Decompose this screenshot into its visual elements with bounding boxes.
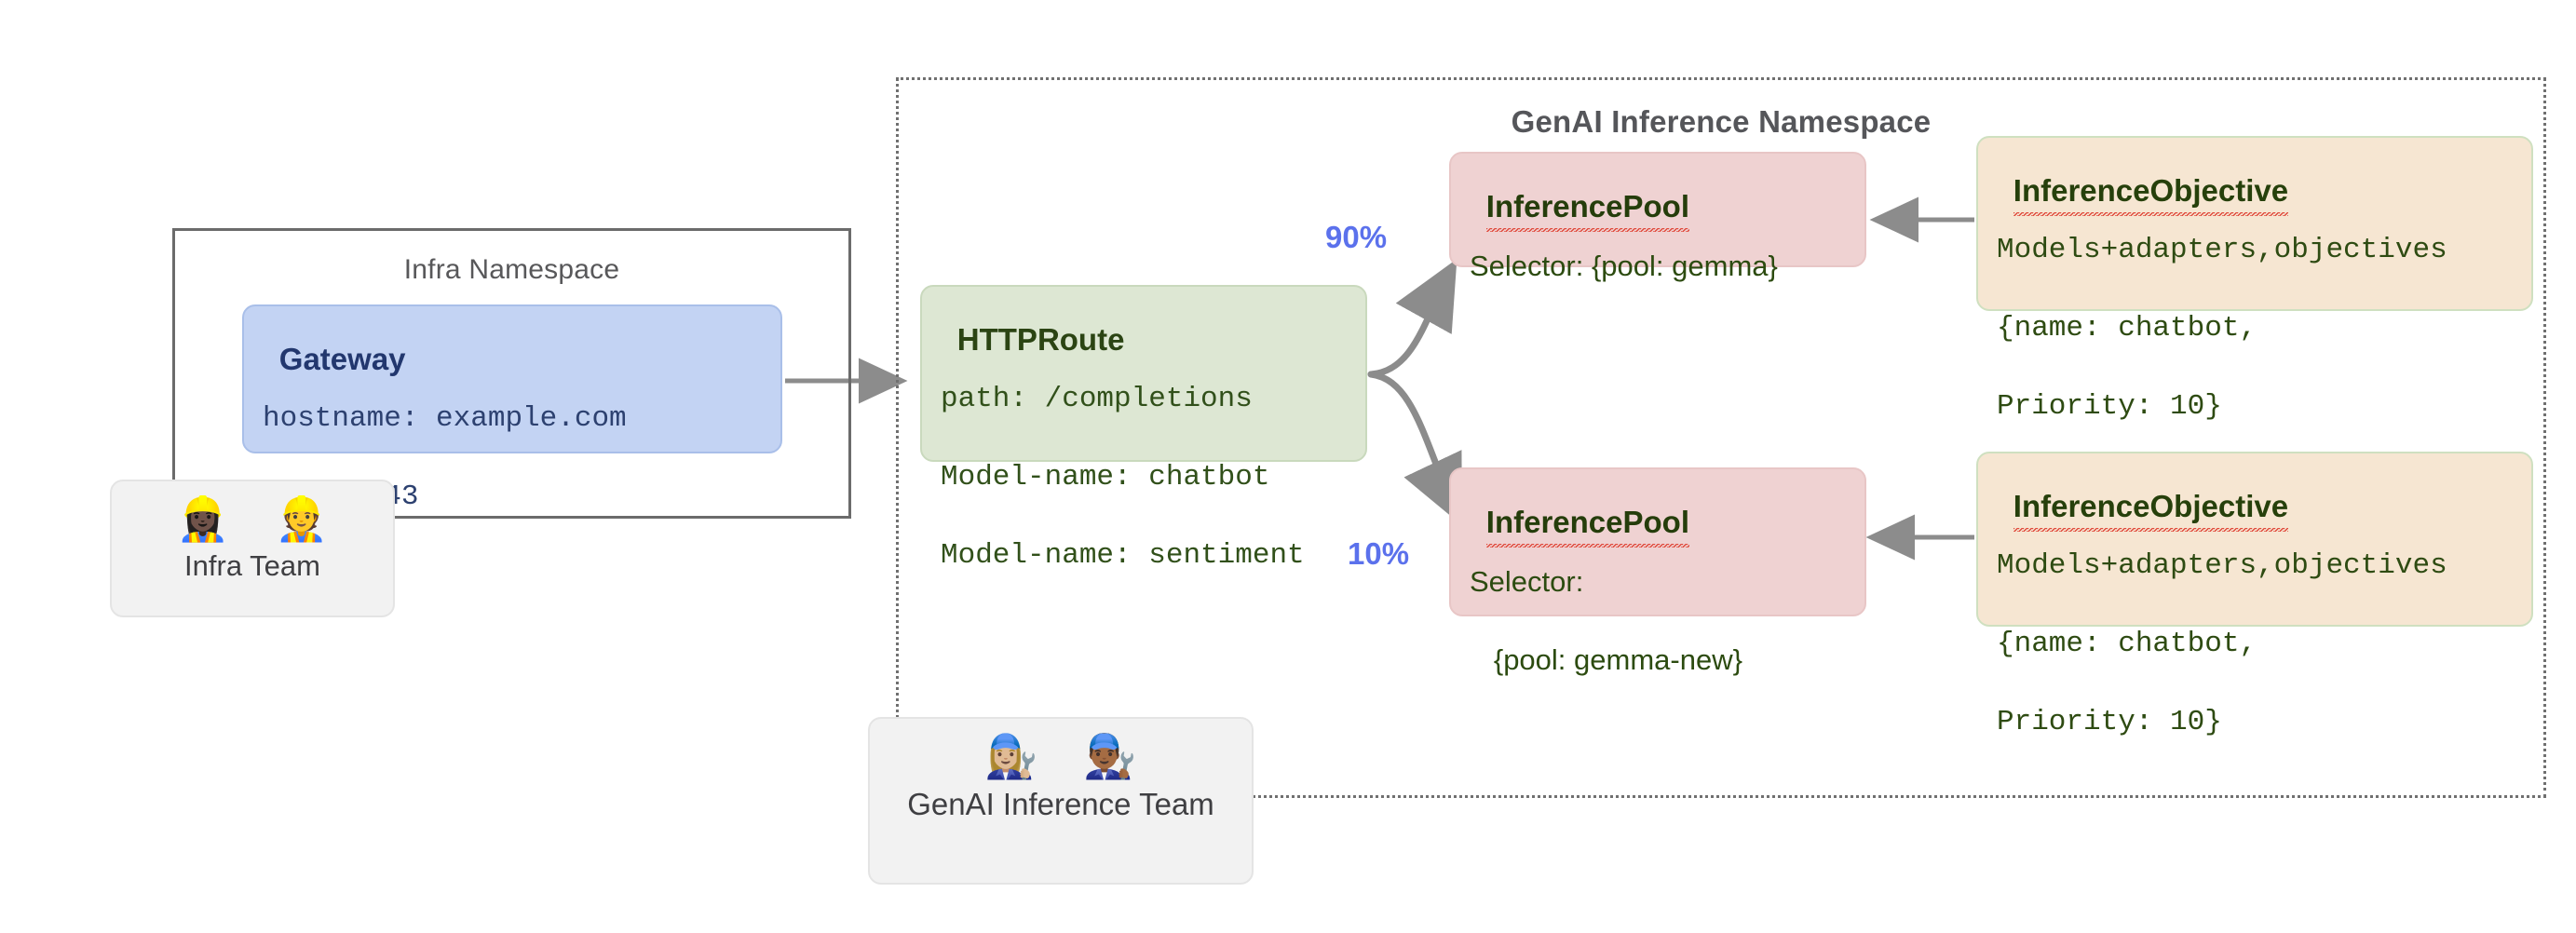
card-httproute-path: path: /completions — [941, 383, 1253, 416]
card-inferencepool-gemma[interactable]: InferencePool Selector: {pool: gemma} — [1449, 152, 1866, 282]
card-inferencepool-gemma-new-title: InferencePool — [1485, 502, 1690, 548]
construction-worker-icon: 👷🏿‍♀️ 👷 — [176, 494, 346, 543]
card-inferenceobjective-top-name: {name: chatbot, — [1997, 312, 2257, 345]
namespace-genai-title: GenAI Inference Namespace — [1511, 104, 1932, 139]
card-inferenceobjective-bottom[interactable]: InferenceObjective Models+adapters,objec… — [1976, 452, 2533, 738]
card-httproute-model-sentiment: Model-name: sentiment — [941, 538, 1305, 572]
card-inferenceobjective-bottom-name: {name: chatbot, — [1997, 628, 2257, 661]
mechanic-icon: 👩🏼‍🔧 👨🏾‍🔧 — [984, 732, 1154, 780]
card-inferenceobjective-bottom-title: InferenceObjective — [2013, 486, 2289, 533]
card-inferenceobjective-bottom-priority: Priority: 10} — [1997, 705, 2222, 738]
weight-label-90: 90% — [1325, 220, 1388, 254]
card-inferenceobjective-top-title: InferenceObjective — [2013, 170, 2289, 217]
card-gateway-title: Gateway — [278, 342, 406, 377]
card-inferencepool-gemma-new[interactable]: InferencePool Selector: {pool: gemma-new… — [1449, 467, 1866, 676]
card-inferencepool-gemma-new-selector-value: {pool: gemma-new} — [1470, 643, 1742, 677]
card-gateway[interactable]: Gateway hostname: example.com port: 443 — [242, 304, 782, 513]
team-infra-label: Infra Team — [184, 548, 320, 582]
card-httproute-title: HTTPRoute — [956, 322, 1125, 358]
card-httproute[interactable]: HTTPRoute path: /completions Model-name:… — [920, 285, 1367, 572]
namespace-infra-title: Infra Namespace — [403, 254, 620, 285]
card-inferencepool-gemma-title: InferencePool — [1485, 186, 1690, 233]
namespace-genai: GenAI Inference Namespace — [896, 77, 2546, 798]
card-inferencepool-gemma-selector: Selector: {pool: gemma} — [1470, 250, 1778, 283]
weight-label-10: 10% — [1348, 536, 1410, 571]
card-inferenceobjective-top[interactable]: InferenceObjective Models+adapters,objec… — [1976, 136, 2533, 423]
card-inferenceobjective-top-models: Models+adapters,objectives — [1997, 234, 2447, 267]
namespace-infra: Infra Namespace — [172, 228, 851, 519]
card-inferenceobjective-bottom-models: Models+adapters,objectives — [1997, 549, 2447, 583]
team-infra[interactable]: 👷🏿‍♀️ 👷 Infra Team — [110, 480, 395, 617]
team-genai-inference[interactable]: 👩🏼‍🔧 👨🏾‍🔧 GenAI Inference Team — [868, 717, 1254, 885]
card-httproute-model-chatbot: Model-name: chatbot — [941, 461, 1270, 494]
team-genai-inference-label: GenAI Inference Team — [907, 786, 1214, 821]
card-gateway-hostname: hostname: example.com — [263, 402, 627, 436]
card-inferenceobjective-top-priority: Priority: 10} — [1997, 389, 2222, 423]
card-inferencepool-gemma-new-selector-label: Selector: — [1470, 565, 1584, 599]
